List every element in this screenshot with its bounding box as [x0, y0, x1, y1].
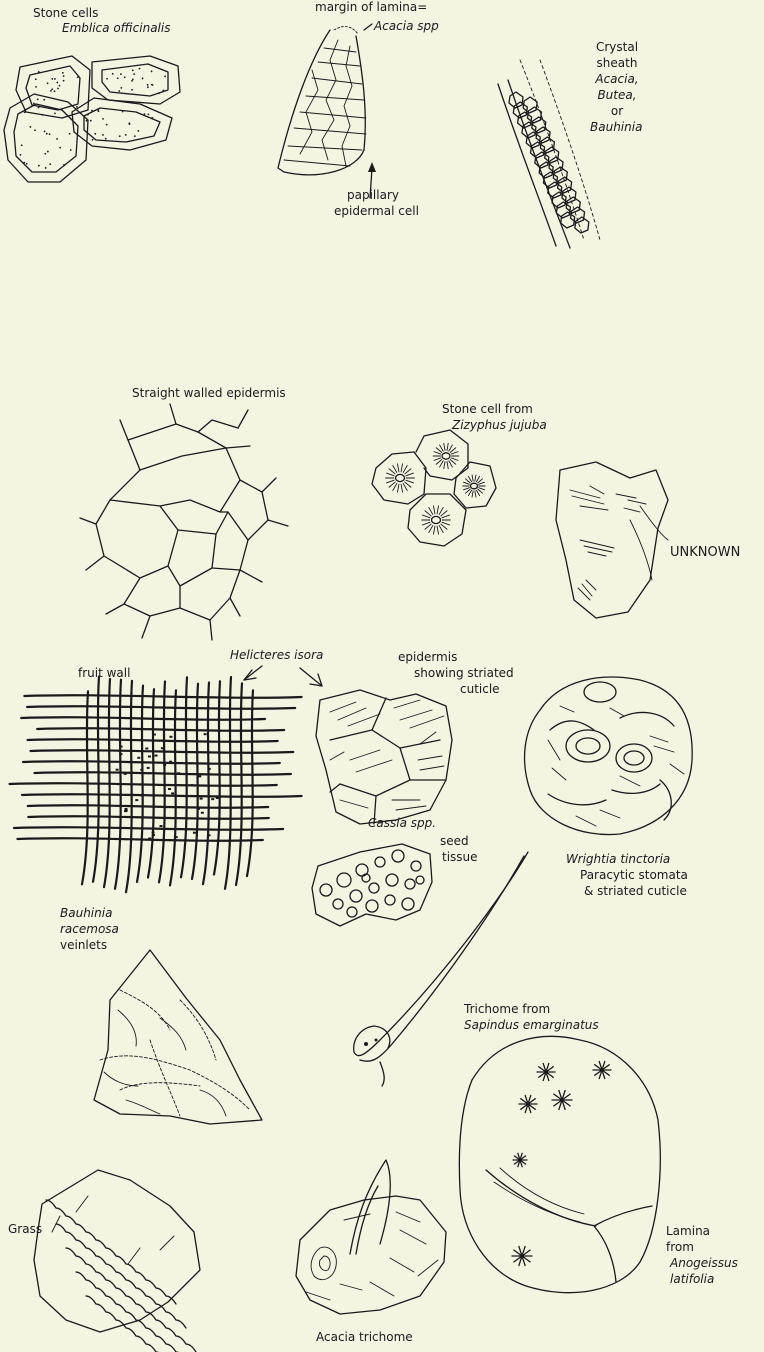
- acacia-trichome-drawing: [296, 1160, 446, 1314]
- label-epidermis: epidermis: [398, 650, 457, 665]
- label-sheath: sheath: [594, 56, 640, 71]
- fruit-wall-drawing: [10, 677, 302, 893]
- straight-walled-epidermis-drawing: [80, 404, 288, 640]
- label-fruit-wall: fruit wall: [78, 666, 130, 681]
- label-wrightia-tinctoria: Wrightia tinctoria: [566, 852, 670, 867]
- label-unknown: UNKNOWN: [670, 545, 740, 560]
- bauhinia-veinlets-drawing: [94, 950, 262, 1124]
- label-butea: Butea,: [594, 88, 640, 103]
- sapindus-trichome-drawing: [354, 852, 528, 1086]
- label-papillary: papillary: [347, 188, 399, 203]
- crystal-sheath-drawing: [498, 60, 600, 248]
- grass-epidermis-drawing: [34, 1170, 216, 1352]
- label-lamina: Lamina: [666, 1224, 710, 1239]
- cassia-seed-tissue-drawing: [312, 844, 432, 926]
- label-cuticle: cuticle: [460, 682, 500, 697]
- label-margin-text: margin of lamina: [315, 0, 417, 14]
- striated-cuticle-drawing: [316, 690, 452, 824]
- label-bauhinia: Bauhinia: [60, 906, 112, 921]
- label-showing-striated: showing striated: [414, 666, 514, 681]
- label-epidermal-cell: epidermal cell: [334, 204, 419, 219]
- acacia-lamina-margin-drawing: [278, 24, 376, 198]
- label-grass: Grass: [8, 1222, 42, 1237]
- label-straight-walled-epidermis: Straight walled epidermis: [132, 386, 286, 401]
- helicteres-arrows: [244, 666, 322, 686]
- label-margin-of-lamina: margin of lamina=: [315, 0, 427, 15]
- label-stone-cells: Stone cells: [33, 6, 98, 21]
- zizyphus-stone-cell-drawing: [372, 430, 496, 546]
- label-emblica-officinalis: Emblica officinalis: [62, 21, 170, 36]
- unknown-fragment-drawing: [556, 462, 668, 618]
- label-or: or: [594, 104, 640, 119]
- label-acacia-spp: Acacia spp: [374, 19, 439, 34]
- wrightia-drawing: [525, 677, 693, 834]
- label-from: from: [666, 1240, 694, 1255]
- anogeissus-lamina-drawing: [459, 1036, 660, 1292]
- label-tissue: tissue: [442, 850, 478, 865]
- label-acacia: Acacia,: [594, 72, 640, 87]
- label-latifolia: latifolia: [670, 1272, 714, 1287]
- label-trichome-from: Trichome from: [464, 1002, 550, 1017]
- label-stone-cell-from: Stone cell from: [442, 402, 533, 417]
- label-racemosa: racemosa: [60, 922, 119, 937]
- emblica-stone-cells-drawing: [4, 56, 180, 182]
- label-helicteres-isora: Helicteres isora: [230, 648, 323, 663]
- label-cassia-spp: Cassia spp.: [368, 816, 436, 831]
- label-crystal: Crystal: [594, 40, 640, 55]
- label-acacia-trichome: Acacia trichome: [316, 1330, 413, 1345]
- label-bauhinia-crystal: Bauhinia: [590, 120, 642, 135]
- label-striated-cuticle: & striated cuticle: [584, 884, 687, 899]
- label-paracytic-stomata: Paracytic stomata: [580, 868, 688, 883]
- label-sapindus-emarginatus: Sapindus emarginatus: [464, 1018, 599, 1033]
- label-seed: seed: [440, 834, 469, 849]
- label-zizyphus-jujuba: Zizyphus jujuba: [452, 418, 547, 433]
- label-veinlets: veinlets: [60, 938, 107, 953]
- label-anogeissus: Anogeissus: [670, 1256, 738, 1271]
